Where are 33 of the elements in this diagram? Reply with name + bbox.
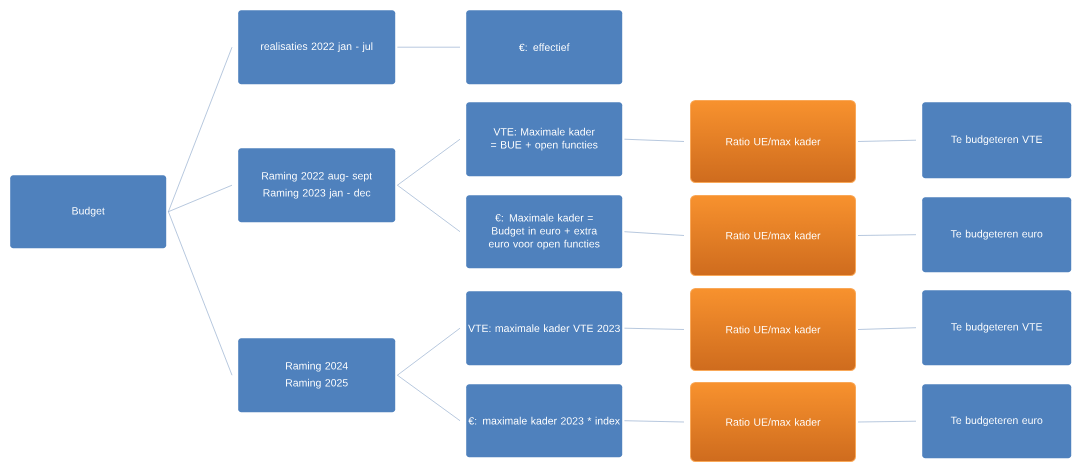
process-box: realisaties 2022 jan - jul <box>238 10 396 85</box>
connector-line <box>168 185 233 212</box>
process-box: €: Maximale kader = Budget in euro + extra euro voor open functies <box>466 195 623 269</box>
connector-line <box>624 231 685 236</box>
connector-line <box>857 421 917 423</box>
connector-line <box>857 327 917 330</box>
ratio-box: Ratio UE/max kader <box>690 100 856 183</box>
connector-line <box>168 211 233 376</box>
connector-line <box>397 328 461 376</box>
connector-line <box>397 375 461 421</box>
process-box: €: effectief <box>466 10 623 85</box>
connector-line <box>857 140 917 142</box>
process-box: Te budgeteren VTE <box>922 290 1072 366</box>
connector-line <box>397 47 461 48</box>
process-box: VTE: maximale kader VTE 2023 <box>466 291 623 366</box>
ratio-box: Ratio UE/max kader <box>690 382 856 462</box>
connector-line <box>397 139 461 186</box>
connector-line <box>624 328 685 330</box>
process-box: Raming 2022 aug- sept Raming 2023 jan - dec <box>238 148 396 223</box>
process-box: Raming 2024 Raming 2025 <box>238 338 396 413</box>
connector-line <box>168 47 233 212</box>
ratio-box: Ratio UE/max kader <box>690 288 856 371</box>
process-box: Budget <box>10 175 167 249</box>
process-box: €: maximale kader 2023 * index <box>466 384 623 458</box>
process-box: Te budgeteren euro <box>922 197 1072 273</box>
ratio-box: Ratio UE/max kader <box>690 195 856 276</box>
process-box: Te budgeteren euro <box>922 384 1072 459</box>
connector-line <box>624 139 685 142</box>
process-box: VTE: Maximale kader = BUE + open functies <box>466 102 623 177</box>
process-box: Te budgeteren VTE <box>922 102 1072 179</box>
connector-line <box>857 234 917 236</box>
connector-line <box>397 185 461 232</box>
connector-line <box>624 420 685 423</box>
